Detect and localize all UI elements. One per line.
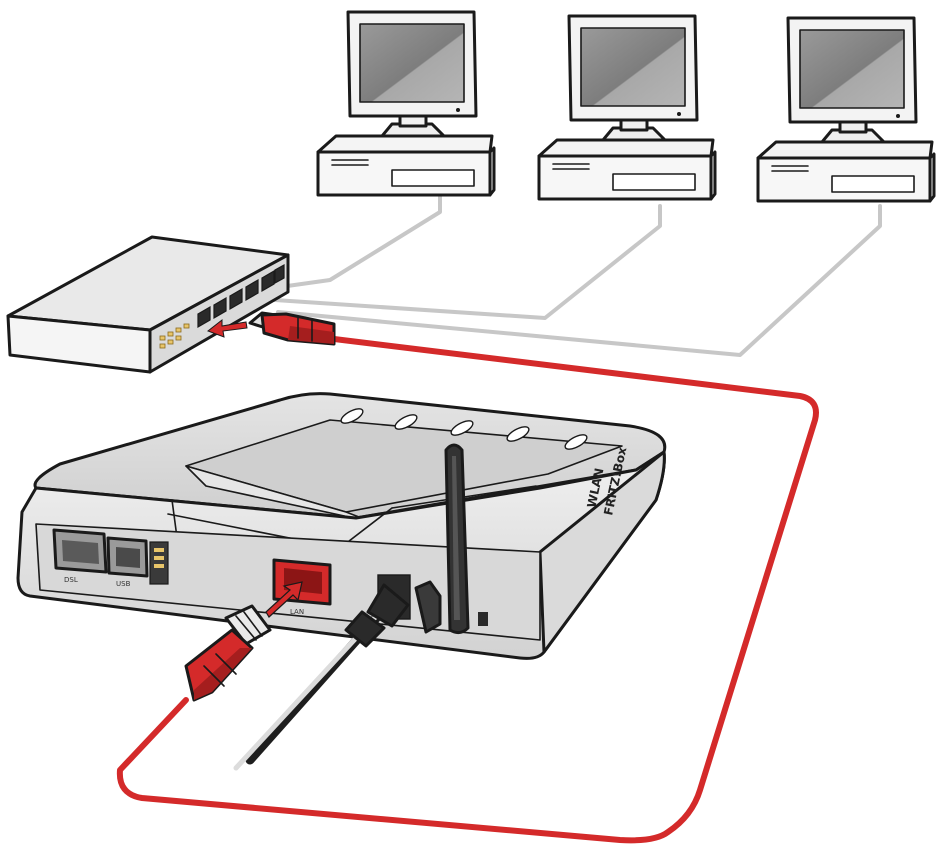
computer-icon [537, 14, 717, 201]
router-icon: DSL USB LAN FRITZ!Box [16, 392, 667, 660]
switch-ports [197, 263, 285, 329]
dsl-port: DSL [52, 528, 108, 584]
insert-arrow-icon [206, 318, 248, 338]
router-leds [340, 408, 588, 450]
rj45-plug-icon [248, 311, 336, 346]
switch-leds [159, 323, 190, 349]
network-switch-icon [6, 235, 290, 374]
lan-cables [271, 194, 882, 357]
usb-slot [149, 541, 169, 585]
power-cable [233, 583, 410, 771]
computer-icon [756, 16, 936, 203]
insert-arrow-icon [265, 581, 303, 618]
rj45-plug-icon [184, 604, 272, 702]
red-lan-cable [116, 335, 819, 844]
antenna-icon [414, 443, 470, 635]
svg-text:USB: USB [116, 580, 131, 588]
lan-cable-computer-3 [276, 204, 882, 357]
usb-port: USB [106, 536, 149, 588]
svg-text:DSL: DSL [64, 576, 78, 584]
lan-cable-computer-2 [273, 204, 662, 320]
svg-text:LAN: LAN [290, 608, 304, 616]
computer-icon [316, 10, 496, 197]
reset-button [478, 612, 488, 626]
lan-cable-computer-1 [271, 194, 442, 290]
